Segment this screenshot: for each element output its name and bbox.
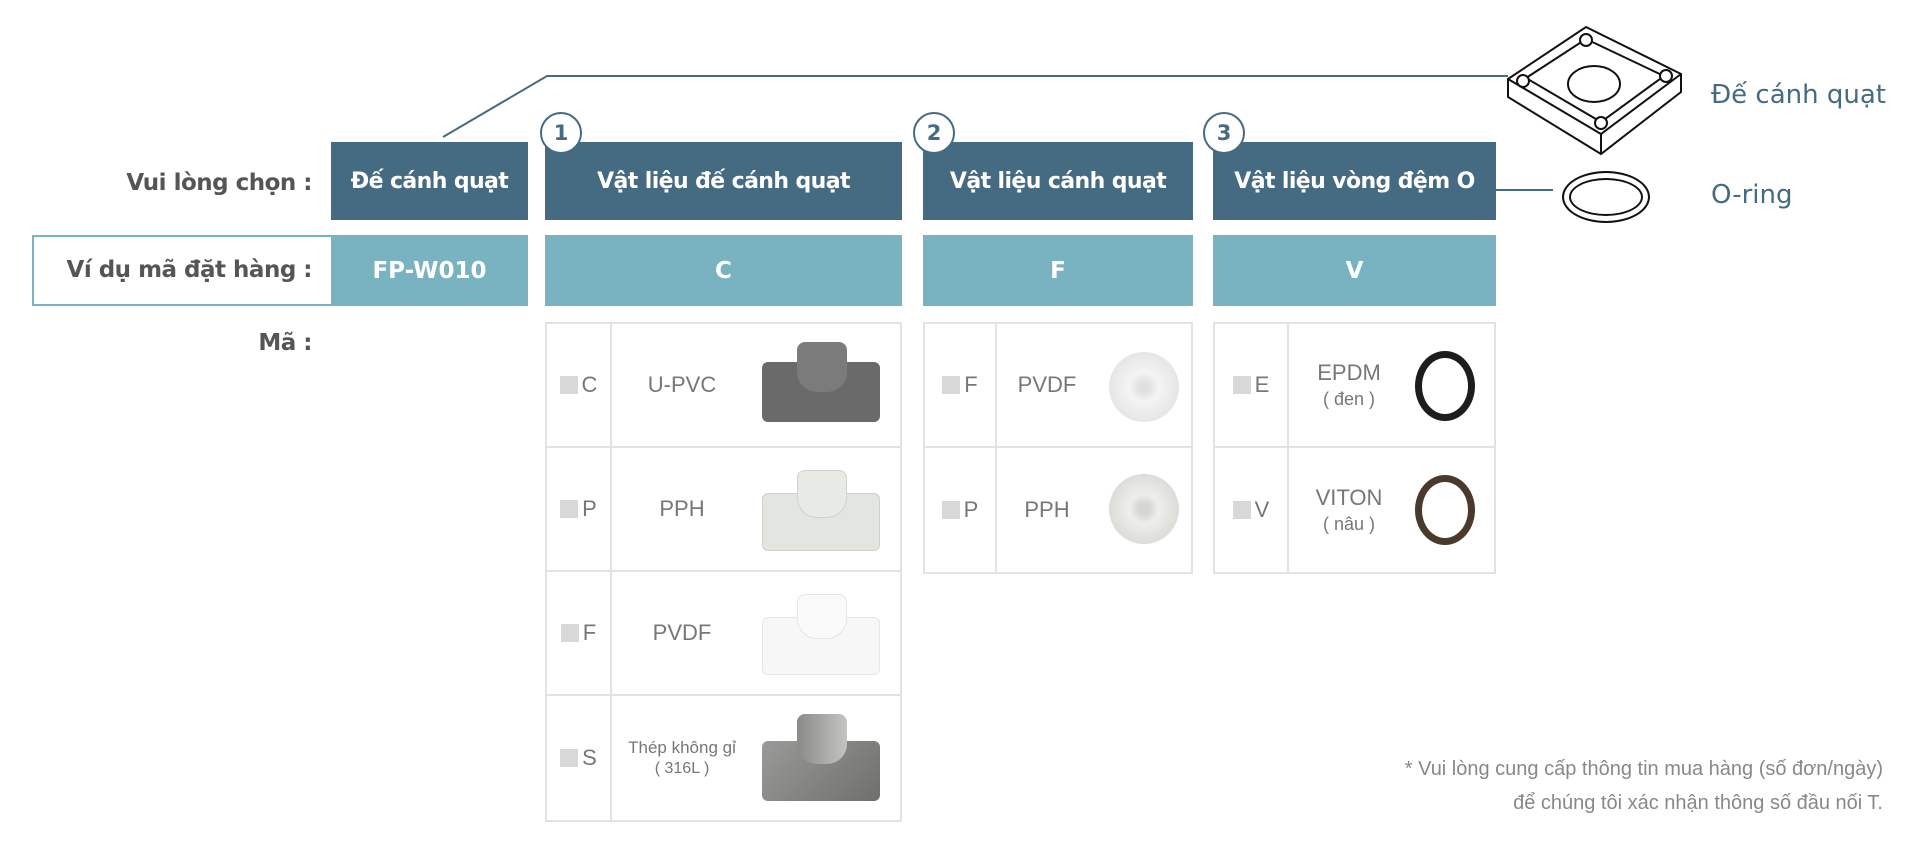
pph-base-image-top	[797, 470, 847, 518]
oring-material-table: E EPDM ( đen ) V VITON ( nâu )	[1213, 322, 1496, 574]
option-name: Thép không gỉ	[628, 737, 736, 757]
checkbox[interactable]	[1232, 501, 1251, 519]
option-code: V	[1254, 497, 1270, 522]
checkbox[interactable]	[560, 624, 579, 642]
checkbox[interactable]	[1232, 376, 1251, 394]
impeller-base-drawing	[1507, 25, 1682, 156]
step-badge-2: 2	[913, 112, 955, 154]
checkbox[interactable]	[560, 749, 579, 767]
header-base: Đế cánh quạt	[331, 142, 528, 220]
base-material-table: C U-PVC P PPH F PVDF S Thép không gỉ ( 31…	[545, 322, 902, 822]
option-sub: ( đen )	[1322, 388, 1376, 409]
option-code: P	[963, 497, 979, 522]
epdm-oring-image	[1415, 351, 1475, 421]
checkbox[interactable]	[559, 376, 578, 394]
table-row[interactable]: P PPH	[925, 448, 1191, 572]
example-impeller-material: F	[923, 235, 1193, 306]
pph-base-image	[762, 493, 880, 551]
steel-base-image-top	[797, 714, 847, 764]
example-row-frame	[32, 235, 332, 306]
option-name: EPDM	[1317, 360, 1381, 385]
option-name: PVDF	[652, 619, 712, 645]
example-label: Ví dụ mã đặt hàng :	[66, 257, 313, 283]
option-code: E	[1254, 372, 1270, 397]
header-base-material: Vật liệu đế cánh quạt	[545, 142, 902, 220]
checkbox[interactable]	[941, 501, 960, 519]
option-name: PPH	[1024, 496, 1070, 522]
impeller-material-table: F PVDF P PPH	[923, 322, 1193, 574]
option-name: PVDF	[1017, 371, 1077, 397]
example-oring-material: V	[1213, 235, 1496, 306]
option-code: S	[582, 745, 597, 770]
option-code: C	[581, 372, 598, 397]
option-sub: ( nâu )	[1322, 513, 1376, 534]
footnote-line-1: * Vui lòng cung cấp thông tin mua hàng (…	[1404, 758, 1883, 780]
table-row[interactable]: S Thép không gỉ ( 316L )	[547, 696, 900, 820]
pvdf-base-image-top	[797, 594, 847, 639]
option-sub: ( 316L )	[654, 759, 710, 777]
choose-label: Vui lòng chọn :	[126, 170, 312, 196]
header-oring-material: Vật liệu vòng đệm O	[1213, 142, 1496, 220]
oring-drawing	[1562, 171, 1650, 223]
table-row[interactable]: E EPDM ( đen )	[1215, 324, 1494, 448]
pvdf-impeller-image	[1109, 352, 1179, 422]
option-name: U-PVC	[647, 371, 717, 397]
upvc-base-image-top	[797, 342, 847, 392]
option-name: PPH	[659, 495, 705, 521]
table-row[interactable]: V VITON ( nâu )	[1215, 448, 1494, 572]
footnote-line-2: để chúng tôi xác nhận thông số đầu nối T…	[1513, 792, 1883, 814]
step-badge-3: 3	[1203, 112, 1245, 154]
viton-oring-image	[1415, 475, 1475, 545]
header-impeller-material: Vật liệu cánh quạt	[923, 142, 1193, 220]
example-base-material: C	[545, 235, 902, 306]
option-name: VITON	[1315, 485, 1383, 510]
table-row[interactable]: P PPH	[547, 448, 900, 572]
footnote: * Vui lòng cung cấp thông tin mua hàng (…	[1405, 752, 1883, 820]
pph-impeller-image	[1109, 474, 1179, 544]
table-row[interactable]: C U-PVC	[547, 324, 900, 448]
checkbox[interactable]	[942, 376, 961, 394]
step-badge-1: 1	[540, 112, 582, 154]
option-code: P	[582, 496, 597, 521]
table-row[interactable]: F PVDF	[925, 324, 1191, 448]
option-code: F	[964, 372, 978, 397]
legend-base: Đế cánh quạt	[1711, 80, 1886, 110]
table-row[interactable]: F PVDF	[547, 572, 900, 696]
example-base: FP-W010	[331, 235, 528, 306]
code-label: Mã :	[258, 330, 312, 356]
option-code: F	[582, 620, 597, 645]
checkbox[interactable]	[560, 500, 579, 518]
legend-oring: O-ring	[1711, 180, 1793, 210]
